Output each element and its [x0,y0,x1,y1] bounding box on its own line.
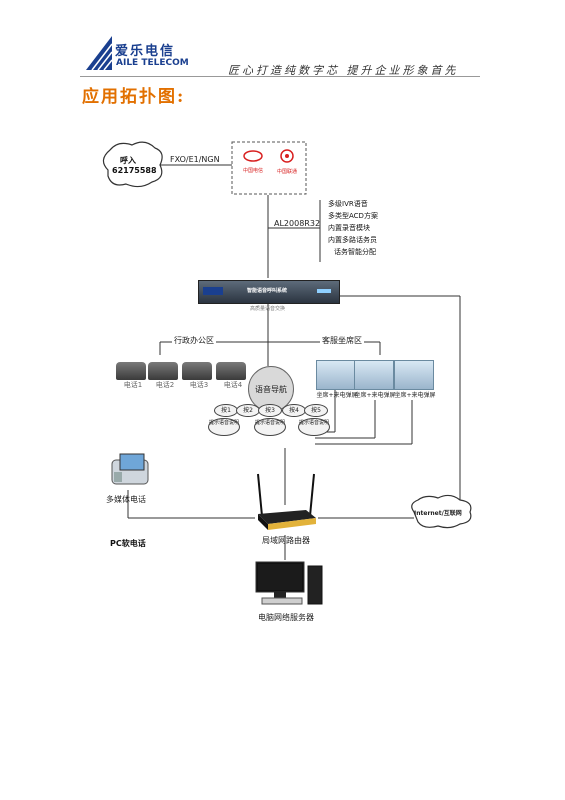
key-label: 按2 [243,407,253,414]
key-1: 按1 [214,404,238,417]
caller-number: 62175588 [112,166,157,175]
key-label: 按5 [311,407,321,414]
key-2: 按2 [236,404,260,417]
unicom-icon [280,149,294,163]
multimedia-phone [110,452,150,488]
status-led-icon [317,289,331,293]
seat-label: 坐席+来电弹屏 [354,392,396,399]
key-5: 按5 [304,404,328,417]
prompt-label: 提示语音说明 [299,420,330,426]
service-area-label: 客服坐席区 [320,335,364,346]
phone-icon [216,362,246,380]
server [254,560,324,614]
phone-label: 电话1 [123,381,143,389]
router-label: 局域网路由器 [262,536,310,545]
feature-item: 多级IVR语音 [328,200,368,208]
soft-phone-label: PC软电话 [110,539,146,548]
feature-list: 多级IVR语音 多类型ACD方案 内置录音模块 内置多路话务员 话务智能分配 [328,198,378,258]
key-4: 按4 [282,404,306,417]
agent-icon [316,360,356,390]
key-label: 按1 [221,407,231,414]
logo-en-text: AILE TELECOM [116,58,189,68]
telecom-label: 中国电信 [242,168,263,174]
prompt-label: 提示语音说明 [209,420,240,426]
prompt-2: 提示语音说明 [254,418,286,436]
multimedia-phone-icon [111,453,149,485]
device-panel-label: 智能语音呼叫系统 [247,288,288,294]
seat-1: 坐席+来电弹屏 [316,360,358,399]
feature-item: 话务智能分配 [334,248,376,256]
china-telecom-logo: 中国电信 [238,148,268,174]
unicom-label: 中国联通 [276,169,297,175]
china-unicom-logo: 中国联通 [272,148,302,175]
admin-area-label: 行政办公区 [172,335,216,346]
voice-nav-label: 语音导航 [255,384,287,394]
phone-icon [182,362,212,380]
telecom-icon [243,150,263,162]
router [254,470,318,538]
slogan: 匠心打造纯数字芯 提升企业形象首先 [228,64,459,77]
device-caption: 高质量语音交换 [250,306,286,312]
phone-4: 电话4 [216,362,250,390]
phone-label: 电话3 [189,381,209,389]
seat-2: 坐席+来电弹屏 [354,360,396,399]
device-logo-icon [203,287,223,295]
seat-3: 坐席+来电弹屏 [394,360,436,399]
phone-2: 电话2 [148,362,182,390]
seat-label: 坐席+来电弹屏 [394,392,436,399]
feature-item: 内置多路话务员 [328,236,377,244]
phone-icon [148,362,178,380]
agent-icon [354,360,394,390]
multimedia-phone-label: 多媒体电话 [106,495,146,504]
router-icon [257,473,316,530]
computer-icon [255,561,323,605]
phone-label: 电话4 [223,381,243,389]
agent-icon [394,360,434,390]
feature-item: 内置录音模块 [328,224,370,232]
company-logo [84,34,114,76]
link-label: FXO/E1/NGN [170,155,220,164]
header-divider [80,76,480,77]
section-title: 应用拓扑图: [82,87,186,107]
ippbx-device: 智能语音呼叫系统 [198,280,340,304]
phone-label: 电话2 [155,381,175,389]
logo-emblem-icon [86,36,113,71]
device-model-label: AL2008R32 [274,219,321,228]
prompt-1: 提示语音说明 [208,418,240,436]
key-label: 按3 [265,407,275,414]
phone-3: 电话3 [182,362,216,390]
phone-icon [116,362,146,380]
seat-label: 坐席+来电弹屏 [316,392,358,399]
logo-cn-text: 爱乐电信 [115,44,176,59]
feature-item: 多类型ACD方案 [328,212,378,220]
internet-label: Internet/互联网 [414,510,462,517]
caller-label: 呼入 [120,156,136,165]
prompt-3: 提示语音说明 [298,418,330,436]
phone-1: 电话1 [116,362,150,390]
prompt-label: 提示语音说明 [255,420,286,426]
server-label: 电脑网络服务器 [258,613,314,622]
key-3: 按3 [258,404,282,417]
key-label: 按4 [289,407,299,414]
